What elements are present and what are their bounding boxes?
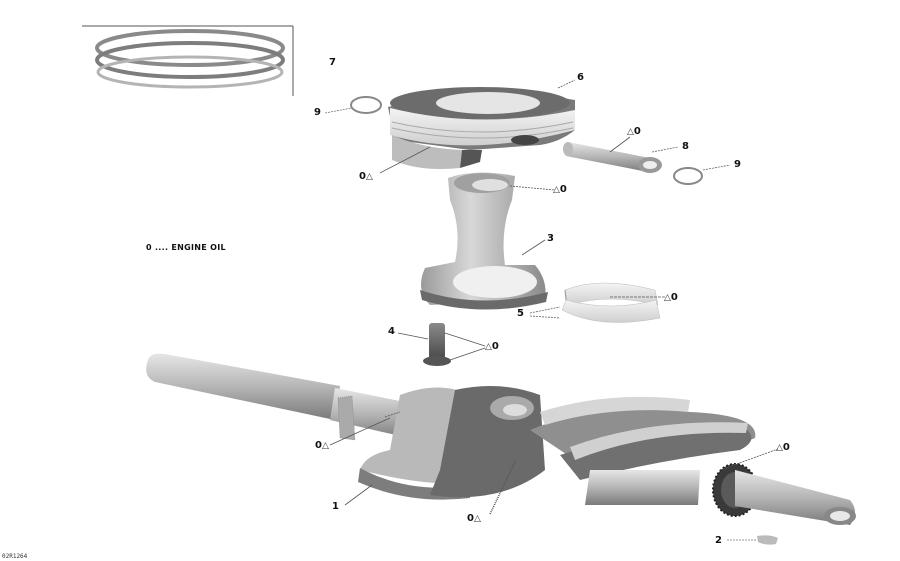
- oil-drop-icon: △: [485, 342, 492, 352]
- con-rod-bolt: [423, 323, 451, 366]
- circlip-right: [673, 167, 703, 185]
- oil-drop-icon: △: [365, 172, 373, 182]
- oil-mark-bolt: △0: [485, 341, 499, 352]
- callout-5: 5: [517, 308, 524, 319]
- callout-9-left: 9: [314, 107, 321, 118]
- callout-6: 6: [577, 72, 584, 83]
- crankshaft: [146, 353, 856, 525]
- piston-ring-set: [82, 25, 294, 96]
- callout-4: 4: [388, 326, 395, 337]
- piston: [388, 87, 575, 169]
- drawing-code: 02R1264: [2, 553, 28, 560]
- oil-drop-icon: △: [627, 127, 634, 137]
- woodruff-key: [757, 535, 778, 545]
- oil-drop-icon: △: [776, 443, 783, 453]
- oil-mark-small-end: △0: [553, 184, 567, 195]
- callout-8: 8: [682, 141, 689, 152]
- callout-9-right: 9: [734, 159, 741, 170]
- oil-mark-crankpin: 0△: [467, 513, 481, 524]
- oil-drop-icon: △: [553, 185, 560, 195]
- oil-drop-icon: △: [321, 441, 329, 451]
- oil-drop-icon: △: [664, 293, 671, 303]
- oil-mark-bearings: △0: [664, 292, 678, 303]
- callout-3: 3: [547, 233, 554, 244]
- callout-1: 1: [332, 501, 339, 512]
- connecting-rod: [420, 172, 548, 310]
- callout-2: 2: [715, 535, 722, 546]
- oil-mark-main-journal-right: △0: [776, 442, 790, 453]
- oil-mark-main-journal-left: 0△: [315, 440, 329, 451]
- circlip-left: [350, 96, 382, 114]
- oil-mark-piston: 0△: [359, 171, 373, 182]
- oil-mark-piston-pin: △0: [627, 126, 641, 137]
- callout-7: 7: [329, 57, 336, 68]
- bearing-halves: [561, 282, 661, 323]
- engine-oil-legend: 0 .... ENGINE OIL: [146, 243, 226, 252]
- oil-drop-icon: △: [473, 514, 481, 524]
- piston-pin: [563, 142, 662, 173]
